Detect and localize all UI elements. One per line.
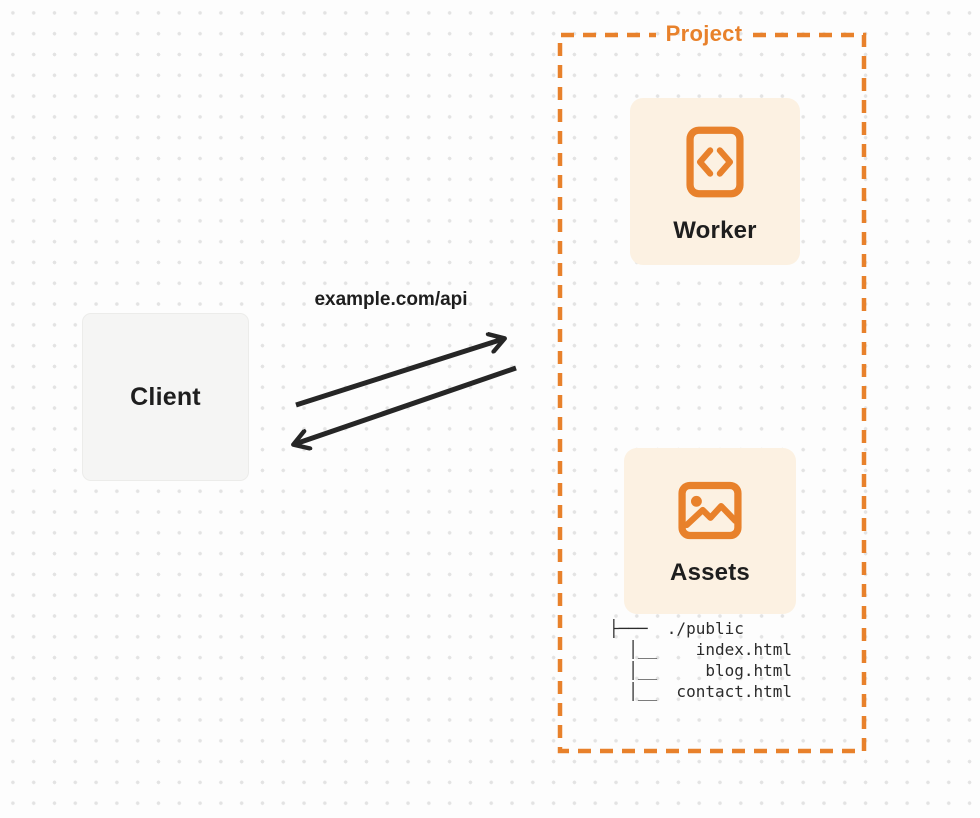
assets-file-tree: ├─── ./public │__ index.html │__ blog.ht… (609, 618, 792, 702)
assets-node: Assets (624, 448, 796, 614)
file-tree-item: │__ contact.html (609, 682, 793, 701)
code-file-icon (686, 126, 744, 198)
assets-label: Assets (670, 559, 750, 586)
project-boundary (557, 32, 867, 754)
response-arrow (295, 365, 517, 444)
file-tree-root: ├─── ./public (609, 619, 744, 638)
client-label: Client (130, 382, 201, 411)
client-node: Client (82, 313, 249, 481)
request-arrow (295, 339, 503, 408)
project-label: Project (665, 21, 743, 46)
request-url-label: example.com/api (314, 289, 468, 310)
file-tree-item: │__ blog.html (609, 661, 793, 680)
image-icon (678, 481, 742, 540)
file-tree-item: │__ index.html (609, 640, 793, 659)
worker-node: Worker (630, 98, 800, 265)
worker-label: Worker (673, 217, 757, 244)
